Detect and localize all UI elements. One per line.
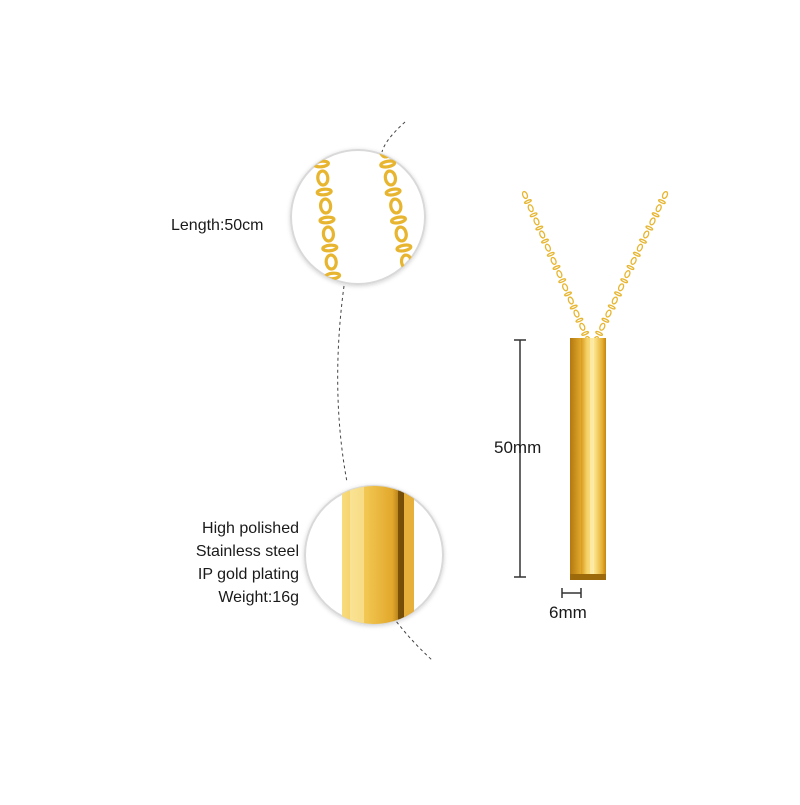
pendant-height-label: 50mm <box>494 438 542 457</box>
chain-zoom-circle <box>290 149 426 285</box>
spec-material: Stainless steel <box>195 543 299 560</box>
chain-length-label: Length:50cm <box>171 217 264 234</box>
material-specs: High polished Stainless steel IP gold pl… <box>196 517 299 609</box>
width-dimension-line <box>561 588 582 598</box>
height-dimension-line <box>514 339 526 578</box>
spec-plating: IP gold plating <box>197 566 299 583</box>
pendant-zoom-circle <box>304 485 444 625</box>
pendant-width-label: 6mm <box>549 603 587 622</box>
necklace-chain <box>521 190 669 345</box>
dashed-connector <box>337 121 433 661</box>
spec-finish: High polished <box>202 520 299 537</box>
spec-weight: Weight:16g <box>218 589 299 606</box>
pendant-bar <box>570 338 606 580</box>
